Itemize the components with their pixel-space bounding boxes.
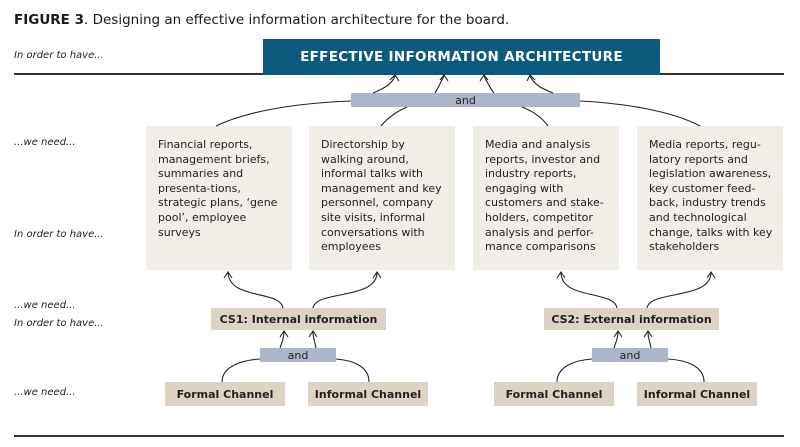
arrow-and-to-cs2-b <box>647 331 652 349</box>
side-label-have-2: In order to have... <box>14 229 104 240</box>
cs1-internal-information-box: CS1: Internal information <box>211 308 386 330</box>
connector-formal1-to-and <box>221 358 261 383</box>
arrow-and-to-cs1-b <box>312 331 317 349</box>
informal-channel-box-1: Informal Channel <box>308 382 428 406</box>
connector-box2-to-and <box>380 106 408 127</box>
formal-channel-box-2: Formal Channel <box>494 382 614 406</box>
arrow-cs2-to-box4 <box>646 272 712 309</box>
effective-information-architecture-banner: EFFECTIVE INFORMATION ARCHITECTURE <box>263 39 660 75</box>
arrow-head-6 <box>372 271 382 279</box>
arrow-and-to-cs1-a <box>279 331 285 349</box>
connector-formal2-to-and <box>556 358 593 383</box>
arrow-head-12 <box>643 330 653 338</box>
side-label-need-3: ...we need... <box>14 387 76 398</box>
arrow-head-9 <box>279 330 289 338</box>
arrow-and-to-banner-3 <box>483 75 495 94</box>
side-label-need-2: ...we need... <box>14 300 76 311</box>
connector-box1-to-and <box>215 100 352 127</box>
side-label-need-1: ...we need... <box>14 137 76 148</box>
informal-channel-box-2: Informal Channel <box>637 382 757 406</box>
arrow-head-8 <box>706 271 716 279</box>
and-bar-cs2: and <box>592 348 668 362</box>
arrow-head-10 <box>308 330 318 338</box>
arrow-cs1-to-box1 <box>227 272 284 309</box>
arrow-cs1-to-box2 <box>312 272 378 309</box>
arrow-cs2-to-box3 <box>560 272 618 309</box>
arrow-head-2 <box>439 74 449 82</box>
cs2-external-information-box: CS2: External information <box>544 308 719 330</box>
info-box-external-informal: Media reports, regu-latory reports and l… <box>637 126 783 270</box>
side-label-top-have: In order to have... <box>14 50 104 61</box>
figure-title: FIGURE 3. Designing an effective informa… <box>14 12 509 28</box>
arrow-head-1 <box>389 74 400 82</box>
figure-label: FIGURE 3 <box>14 12 84 28</box>
arrow-head-7 <box>556 271 566 279</box>
and-bar-top: and <box>351 93 580 107</box>
arrow-head-5 <box>223 271 233 279</box>
arrow-and-to-cs2-a <box>613 331 619 349</box>
info-box-internal-informal: Directorship by walking around, informal… <box>309 126 455 270</box>
arrow-and-to-banner-2 <box>434 75 445 94</box>
bottom-rule <box>14 435 784 437</box>
arrow-and-to-banner-4 <box>529 75 554 94</box>
arrow-head-11 <box>613 330 623 338</box>
connector-box3-to-and <box>521 106 549 127</box>
arrow-head-4 <box>526 74 536 82</box>
side-label-have-3: In order to have... <box>14 318 104 329</box>
connector-box4-to-and <box>579 100 701 127</box>
connector-informal2-to-and <box>667 358 705 383</box>
arrow-and-to-banner-1 <box>372 75 396 94</box>
formal-channel-box-1: Formal Channel <box>165 382 285 406</box>
and-bar-cs1: and <box>260 348 336 362</box>
figure-caption: . Designing an effective information arc… <box>84 12 510 28</box>
connector-informal1-to-and <box>335 358 370 383</box>
info-box-external-formal: Media and analysis reports, investor and… <box>473 126 619 270</box>
arrow-head-3 <box>479 74 489 82</box>
info-box-internal-formal: Financial reports, management briefs, su… <box>146 126 292 270</box>
